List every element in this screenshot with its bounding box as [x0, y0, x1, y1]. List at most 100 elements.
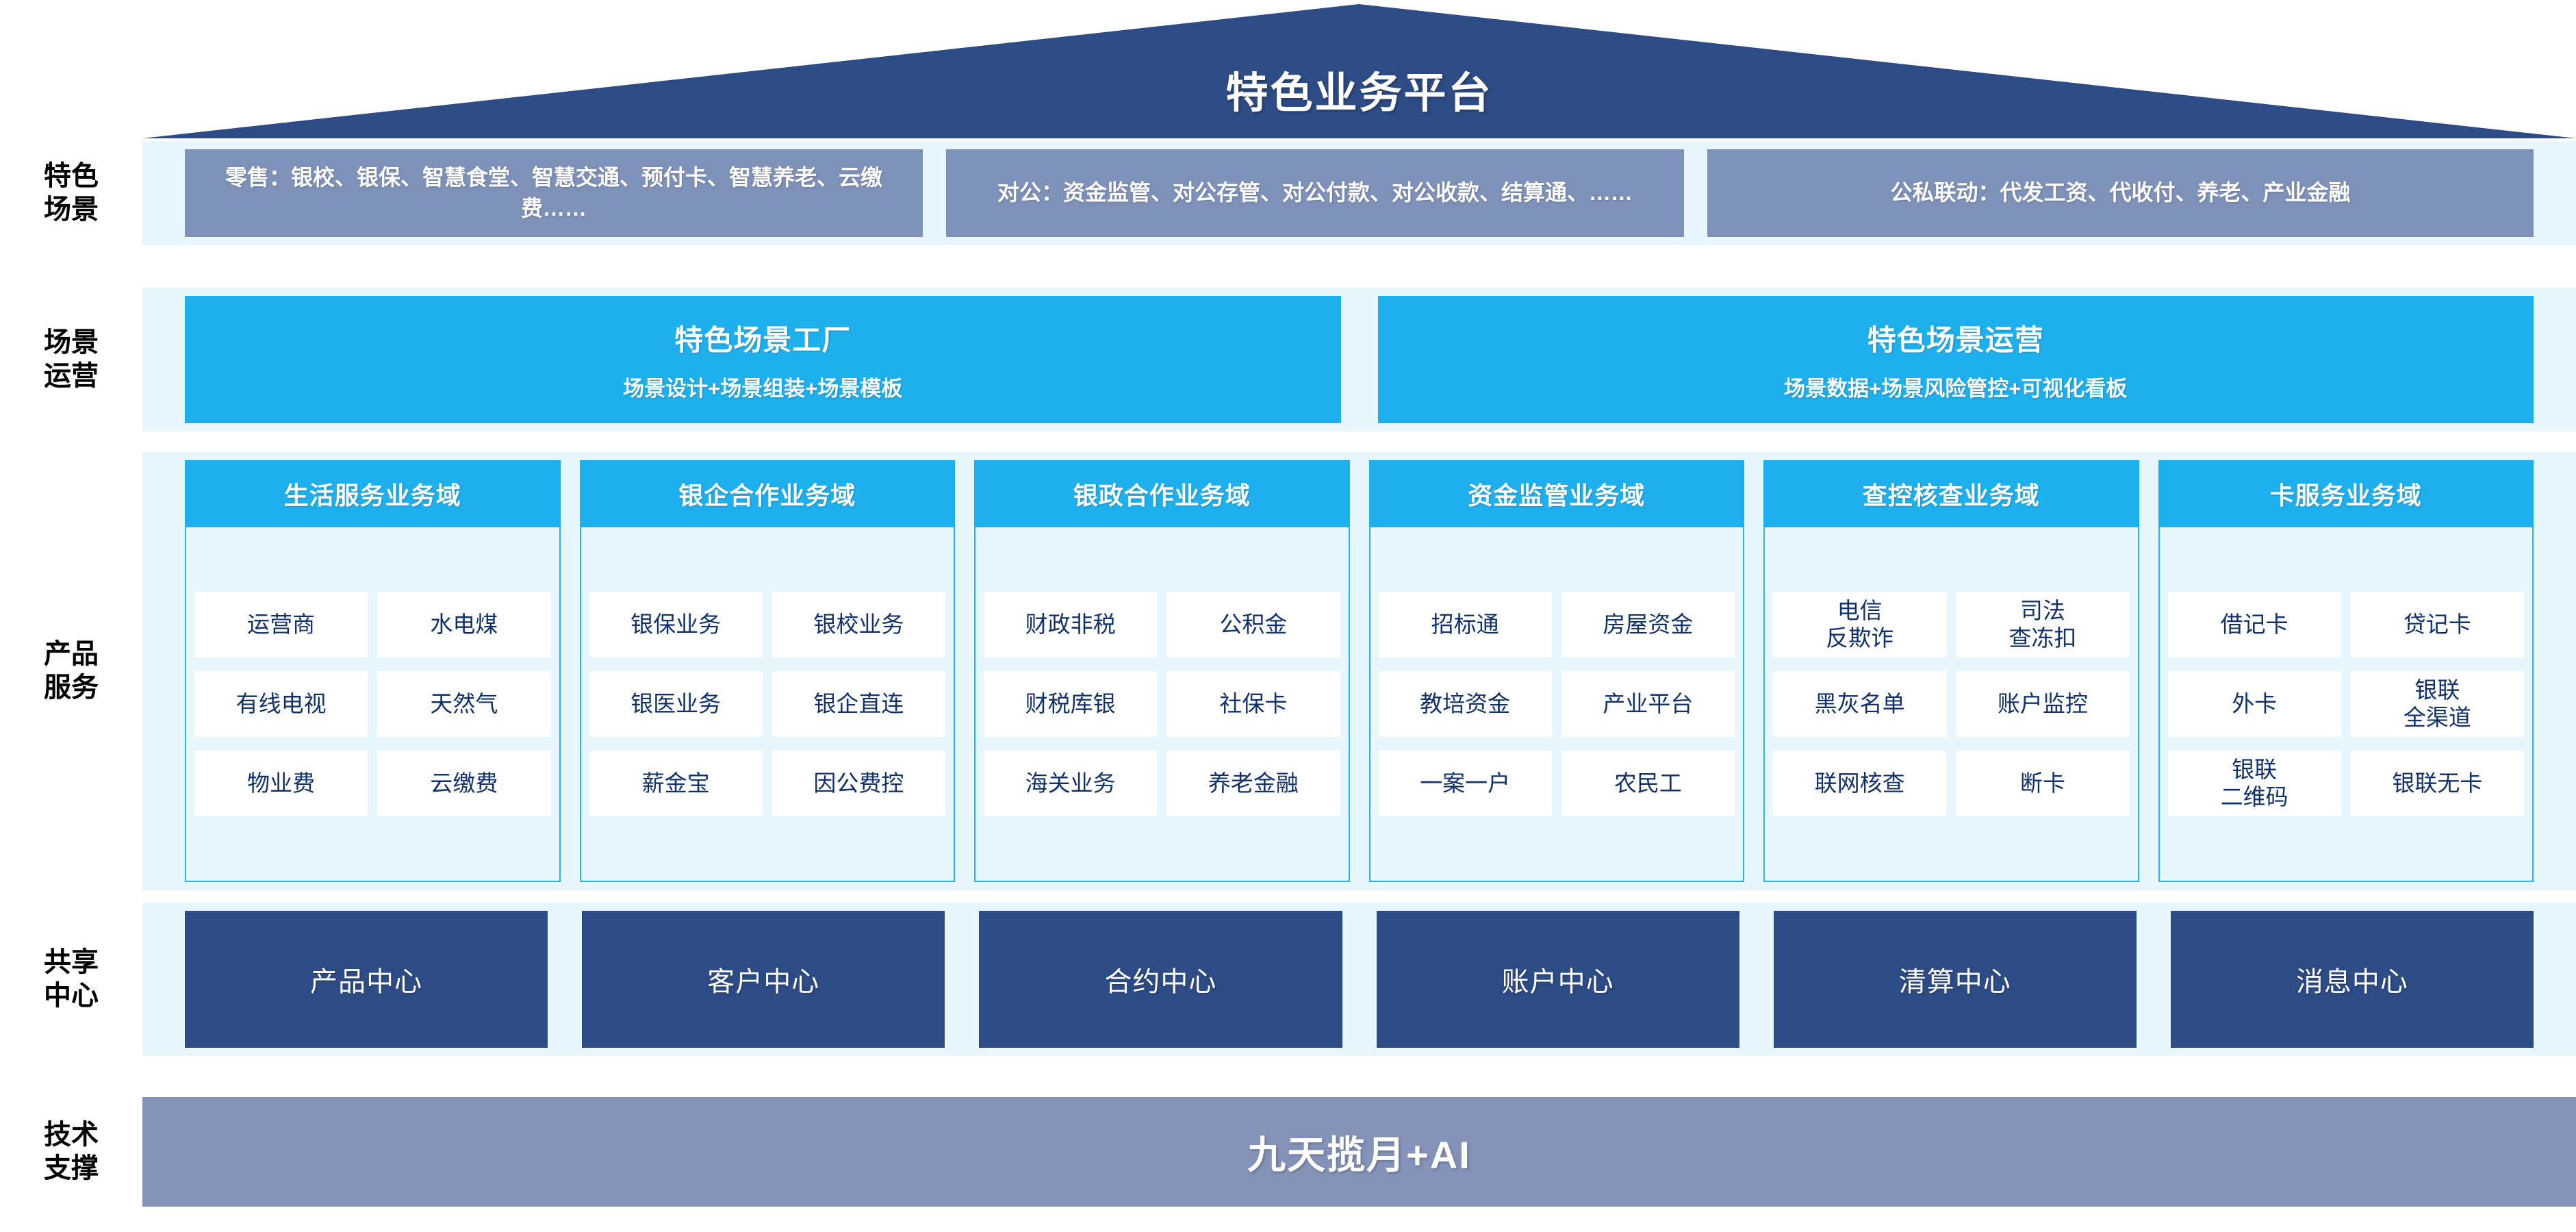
product-domain-row: 物业费云缴费 — [194, 751, 551, 816]
ops-box-scene-factory-title: 特色场景工厂 — [674, 324, 852, 356]
product-domain-row: 一案一户农民工 — [1378, 751, 1735, 816]
product-domain-body: 借记卡贷记卡外卡银联 全渠道银联 二维码银联无卡 — [2158, 527, 2534, 882]
product-service-cell[interactable]: 银联无卡 — [2350, 751, 2524, 816]
row-label-operations: 场景 运营 — [0, 288, 142, 431]
product-domain-body: 电信 反欺诈司法 查冻扣黑灰名单账户监控联网核查断卡 — [1763, 527, 2139, 882]
ops-box-scene-operation[interactable]: 特色场景运营 场景数据+场景风险管控+可视化看板 — [1377, 296, 2534, 423]
scene-box-retail[interactable]: 零售：银校、银保、智慧食堂、智慧交通、预付卡、智慧养老、云缴费…… — [185, 149, 923, 237]
product-domain-column: 卡服务业务域借记卡贷记卡外卡银联 全渠道银联 二维码银联无卡 — [2158, 460, 2534, 882]
product-service-cell[interactable]: 一案一户 — [1378, 751, 1552, 816]
product-domain-row: 有线电视天然气 — [194, 671, 551, 737]
product-service-cell[interactable]: 联网核查 — [1773, 751, 1947, 816]
product-service-cell[interactable]: 运营商 — [194, 592, 368, 657]
product-domain-row: 借记卡贷记卡 — [2167, 592, 2524, 657]
product-service-cell[interactable]: 房屋资金 — [1561, 592, 1735, 657]
product-service-cell[interactable]: 财政非税 — [984, 592, 1158, 657]
product-service-cell[interactable]: 天然气 — [377, 671, 551, 737]
tech-support-title: 九天揽月+AI — [1247, 1133, 1471, 1177]
product-service-cell[interactable]: 银校业务 — [771, 592, 945, 657]
product-domain-header[interactable]: 银政合作业务域 — [974, 460, 1350, 527]
product-service-cell[interactable]: 黑灰名单 — [1773, 671, 1947, 737]
shared-center-box[interactable]: 客户中心 — [582, 911, 945, 1048]
shared-center-band — [142, 903, 2576, 1056]
product-domain-row: 电信 反欺诈司法 查冻扣 — [1773, 592, 2130, 657]
product-domain-row: 薪金宝因公费控 — [589, 751, 945, 816]
product-service-cell[interactable]: 银联 全渠道 — [2350, 671, 2524, 737]
shared-center-box[interactable]: 产品中心 — [185, 911, 548, 1048]
row-label-scene: 特色 场景 — [0, 141, 142, 245]
product-service-cell[interactable]: 外卡 — [2167, 671, 2341, 737]
product-service-cell[interactable]: 银医业务 — [589, 671, 763, 737]
product-domain-group: 生活服务业务域运营商水电煤有线电视天然气物业费云缴费银企合作业务域银保业务银校业… — [142, 460, 2576, 882]
product-service-cell[interactable]: 借记卡 — [2167, 592, 2341, 657]
roof-shape-icon — [142, 4, 2576, 138]
product-domain-header[interactable]: 资金监管业务域 — [1368, 460, 1744, 527]
product-domain-row: 银医业务银企直连 — [589, 671, 945, 737]
ops-box-scene-operation-title: 特色场景运营 — [1867, 324, 2044, 356]
product-service-cell[interactable]: 水电煤 — [377, 592, 551, 657]
shared-center-box[interactable]: 账户中心 — [1376, 911, 1739, 1048]
product-domain-column: 生活服务业务域运营商水电煤有线电视天然气物业费云缴费 — [185, 460, 561, 882]
product-domain-column: 银企合作业务域银保业务银校业务银医业务银企直连薪金宝因公费控 — [579, 460, 955, 882]
product-domain-column: 银政合作业务域财政非税公积金财税库银社保卡海关业务养老金融 — [974, 460, 1350, 882]
product-domain-row: 银联 二维码银联无卡 — [2167, 751, 2524, 816]
row-label-operations-line2: 运营 — [44, 361, 99, 391]
row-label-product-service: 产品 服务 — [0, 452, 142, 890]
row-label-scene-line1: 特色 — [44, 161, 99, 192]
product-service-cell[interactable]: 贷记卡 — [2350, 592, 2524, 657]
shared-center-box[interactable]: 清算中心 — [1773, 911, 2137, 1048]
product-domain-row: 黑灰名单账户监控 — [1773, 671, 2130, 737]
product-service-cell[interactable]: 产业平台 — [1561, 671, 1735, 737]
row-label-shared-center: 共享 中心 — [0, 903, 142, 1056]
product-service-cell[interactable]: 养老金融 — [1166, 751, 1340, 816]
product-service-cell[interactable]: 云缴费 — [377, 751, 551, 816]
product-domain-header[interactable]: 查控核查业务域 — [1763, 460, 2139, 527]
page-title: 特色业务平台 — [1225, 70, 1493, 117]
product-domain-body: 财政非税公积金财税库银社保卡海关业务养老金融 — [974, 527, 1350, 882]
product-service-cell[interactable]: 断卡 — [1956, 751, 2130, 816]
product-service-cell[interactable]: 社保卡 — [1166, 671, 1340, 737]
product-domain-row: 招标通房屋资金 — [1378, 592, 1735, 657]
product-service-cell[interactable]: 物业费 — [194, 751, 368, 816]
row-label-shared-center-line2: 中心 — [44, 981, 99, 1011]
ops-box-scene-factory-subtitle: 场景设计+场景组装+场景模板 — [623, 377, 903, 401]
product-service-cell[interactable]: 财税库银 — [984, 671, 1158, 737]
row-label-tech-support: 技术 支撑 — [0, 1097, 142, 1207]
product-service-cell[interactable]: 银保业务 — [589, 592, 763, 657]
product-service-cell[interactable]: 薪金宝 — [589, 751, 763, 816]
product-service-cell[interactable]: 公积金 — [1166, 592, 1340, 657]
product-service-cell[interactable]: 司法 查冻扣 — [1956, 592, 2130, 657]
product-service-cell[interactable]: 招标通 — [1378, 592, 1552, 657]
product-domain-body: 运营商水电煤有线电视天然气物业费云缴费 — [185, 527, 561, 882]
scene-box-group: 零售：银校、银保、智慧食堂、智慧交通、预付卡、智慧养老、云缴费…… 对公：资金监… — [142, 149, 2576, 237]
row-label-shared-center-line1: 共享 — [44, 947, 99, 978]
product-domain-column: 查控核查业务域电信 反欺诈司法 查冻扣黑灰名单账户监控联网核查断卡 — [1763, 460, 2139, 882]
scene-box-public-private-linkage[interactable]: 公私联动：代发工资、代收付、养老、产业金融 — [1707, 149, 2534, 237]
shared-center-box[interactable]: 合约中心 — [979, 911, 1342, 1048]
product-service-cell[interactable]: 因公费控 — [771, 751, 945, 816]
scene-box-corporate[interactable]: 对公：资金监管、对公存管、对公付款、对公收款、结算通、…… — [946, 149, 1684, 237]
shared-center-group: 产品中心客户中心合约中心账户中心清算中心消息中心 — [142, 911, 2576, 1048]
ops-box-scene-factory[interactable]: 特色场景工厂 场景设计+场景组装+场景模板 — [185, 296, 1341, 423]
ops-box-scene-operation-subtitle: 场景数据+场景风险管控+可视化看板 — [1784, 377, 2128, 401]
platform-roof: 特色业务平台 — [142, 4, 2576, 138]
tech-support-bar[interactable]: 九天揽月+AI — [142, 1097, 2576, 1207]
product-domain-header[interactable]: 卡服务业务域 — [2158, 460, 2534, 527]
shared-center-box[interactable]: 消息中心 — [2170, 911, 2534, 1048]
product-service-cell[interactable]: 电信 反欺诈 — [1773, 592, 1947, 657]
product-service-cell[interactable]: 农民工 — [1561, 751, 1735, 816]
product-domain-row: 海关业务养老金融 — [984, 751, 1340, 816]
product-service-cell[interactable]: 海关业务 — [984, 751, 1158, 816]
row-label-scene-line2: 场景 — [44, 194, 99, 225]
product-domain-row: 运营商水电煤 — [194, 592, 551, 657]
product-service-cell[interactable]: 银企直连 — [771, 671, 945, 737]
product-service-cell[interactable]: 银联 二维码 — [2167, 751, 2341, 816]
product-domain-body: 招标通房屋资金教培资金产业平台一案一户农民工 — [1368, 527, 1744, 882]
row-label-product-service-line2: 服务 — [44, 672, 99, 703]
product-domain-header[interactable]: 生活服务业务域 — [185, 460, 561, 527]
product-domain-header[interactable]: 银企合作业务域 — [579, 460, 955, 527]
product-service-cell[interactable]: 教培资金 — [1378, 671, 1552, 737]
product-service-cell[interactable]: 账户监控 — [1956, 671, 2130, 737]
product-service-cell[interactable]: 有线电视 — [194, 671, 368, 737]
